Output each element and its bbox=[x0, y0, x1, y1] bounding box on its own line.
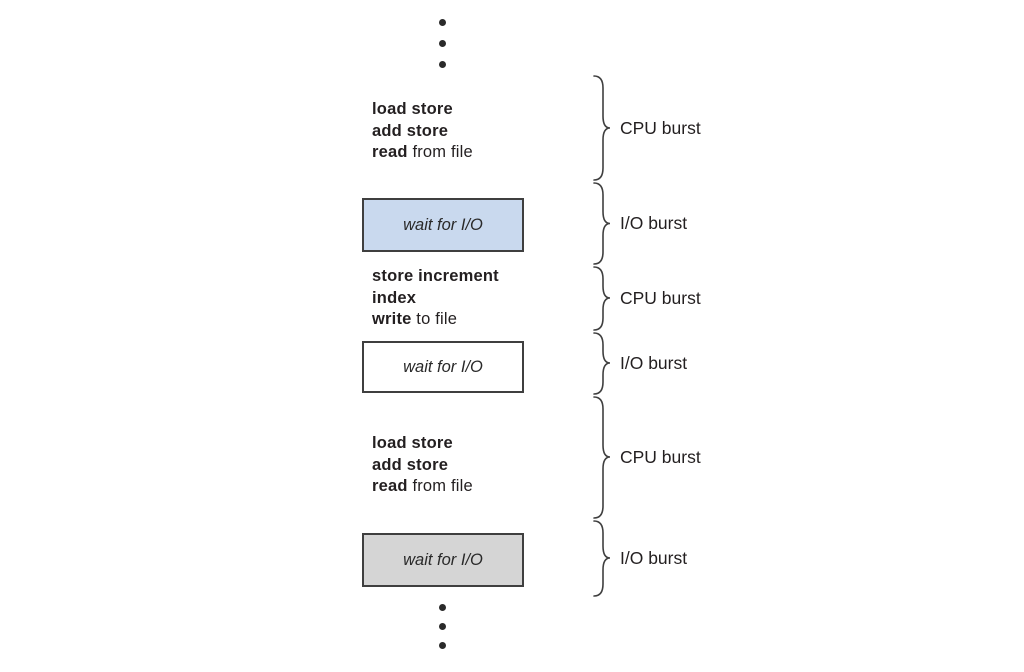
brace-cpu-burst-3 bbox=[593, 396, 611, 519]
wait-for-io-box-3: wait for I/O bbox=[362, 533, 524, 587]
burst-label-cpu-1: CPU burst bbox=[620, 118, 701, 138]
burst-label-io-1: I/O burst bbox=[620, 213, 688, 233]
brace-column bbox=[593, 75, 611, 597]
ellipsis-top bbox=[439, 19, 446, 68]
code-line: load store bbox=[372, 434, 453, 452]
dot bbox=[439, 40, 446, 47]
brace-cpu-burst-2 bbox=[593, 266, 611, 331]
dot bbox=[439, 604, 446, 611]
brace-io-burst-1 bbox=[593, 182, 611, 265]
brace-io-burst-2 bbox=[593, 332, 611, 395]
dot bbox=[439, 19, 446, 26]
brace-io-burst-3 bbox=[593, 520, 611, 597]
code-line: store increment bbox=[372, 267, 499, 285]
code-line: add store bbox=[372, 455, 449, 474]
dot bbox=[439, 642, 446, 649]
code-line: read from file bbox=[372, 477, 473, 495]
code-line: read from file bbox=[372, 143, 473, 161]
dot bbox=[439, 61, 446, 68]
burst-label-cpu-3: CPU burst bbox=[620, 447, 701, 467]
code-block-2: store increment index write to file bbox=[372, 266, 499, 331]
wait-for-io-box-1: wait for I/O bbox=[362, 198, 524, 252]
brace-cpu-burst-1 bbox=[593, 75, 611, 181]
code-line: add store bbox=[372, 121, 449, 140]
code-line: write to file bbox=[372, 310, 458, 328]
ellipsis-bottom bbox=[439, 604, 446, 649]
burst-label-cpu-2: CPU burst bbox=[620, 288, 701, 308]
code-line: index bbox=[372, 288, 417, 307]
dot bbox=[439, 623, 446, 630]
wait-for-io-label: wait for I/O bbox=[403, 550, 483, 569]
wait-for-io-box-2: wait for I/O bbox=[362, 341, 524, 393]
code-line: load store bbox=[372, 100, 453, 118]
code-block-3: load store add store read from file bbox=[372, 433, 473, 498]
wait-for-io-label: wait for I/O bbox=[403, 215, 483, 234]
wait-for-io-label: wait for I/O bbox=[403, 357, 483, 376]
burst-label-io-3: I/O burst bbox=[620, 548, 688, 568]
code-block-1: load store add store read from file bbox=[372, 99, 473, 164]
burst-label-io-2: I/O burst bbox=[620, 353, 688, 373]
